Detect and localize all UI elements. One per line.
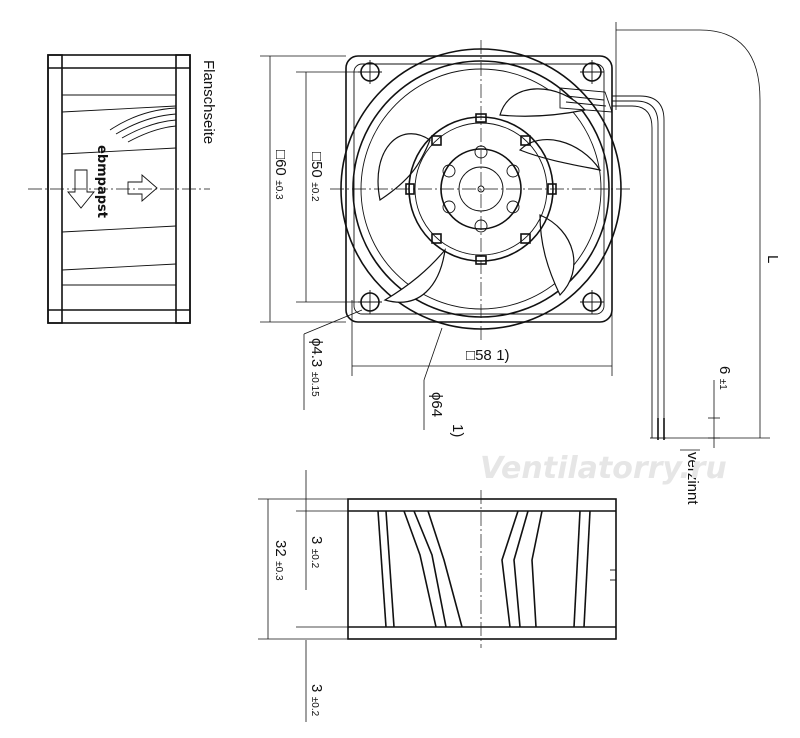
zinc-plated-label: verzinnt	[684, 452, 701, 505]
blade	[383, 248, 446, 303]
front-view	[330, 40, 630, 340]
frame-square-dim: □60 ±0.3	[272, 150, 289, 200]
arrow-down-icon	[67, 169, 95, 209]
arrow-right-icon	[127, 174, 158, 202]
cable-length-label: L	[764, 255, 781, 263]
flange-side-label: Flanschseite	[200, 60, 217, 144]
ring-diameter-note: 1)	[449, 424, 466, 437]
front-dimensions: □60 ±0.3 □50 ±0.2 □58 1) ϕ4.3 ±0.15 ϕ64 …	[260, 55, 613, 437]
side-view: ebmpapst Flanschseite	[28, 54, 217, 324]
hole-diameter-dim: ϕ4.3 ±0.15	[308, 338, 325, 397]
cable: L 6 ±1 verzinnt	[612, 22, 781, 505]
ring-diameter-dim: ϕ64	[428, 392, 445, 417]
flange-top-dim: 3 ±0.2	[308, 536, 325, 569]
blade	[518, 139, 602, 171]
watermark: Ventilatorry.ru	[480, 451, 727, 486]
strip-length-dim: 6 ±1	[716, 366, 733, 390]
blade	[539, 214, 575, 297]
brand-label: ebmpapst	[94, 145, 109, 218]
hole-spacing-dim: □50 ±0.2	[308, 152, 325, 202]
depth-dim: 32 ±0.3	[272, 540, 289, 581]
bottom-view: 32 ±0.3 3 ±0.2 3 ±0.2	[258, 470, 617, 722]
blade	[377, 133, 431, 201]
flange-bottom-dim: 3 ±0.2	[308, 684, 325, 717]
body-width-dim: □58 1)	[466, 347, 510, 364]
